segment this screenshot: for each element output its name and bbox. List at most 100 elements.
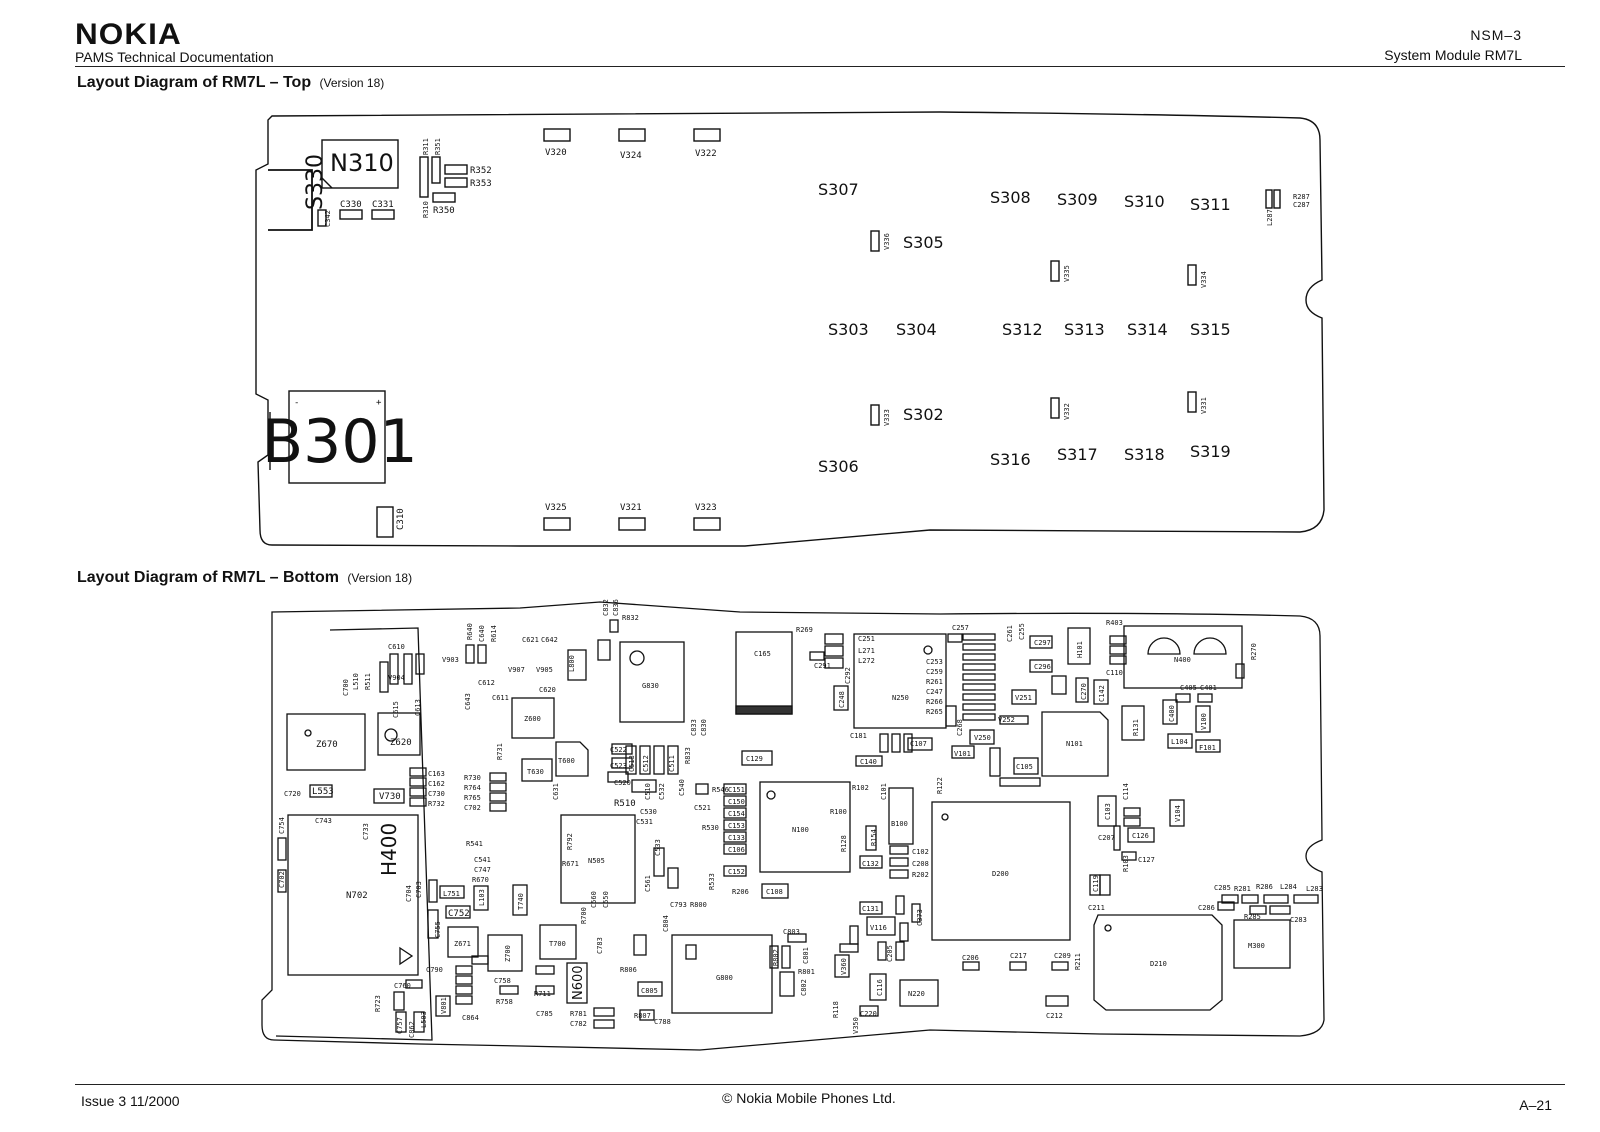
b301-battery <box>288 390 386 484</box>
c103-label: C103 <box>1104 803 1112 820</box>
c181-label: C181 <box>850 732 867 740</box>
c220-label: C220 <box>860 1010 877 1018</box>
bottom-section-version: (Version 18) <box>347 571 413 585</box>
top-section-title: Layout Diagram of RM7L – Top <box>77 74 312 91</box>
f101-label: F101 <box>1199 744 1216 752</box>
c283-label: C283 <box>1290 916 1307 924</box>
c292-label: C292 <box>844 667 852 684</box>
r764-label: R764 <box>464 784 481 792</box>
c621-label: C621 <box>522 636 539 644</box>
c743-label: C743 <box>315 817 332 825</box>
c520-label: C520 <box>614 779 631 787</box>
t600-label: T600 <box>558 757 575 765</box>
c541-label: C541 <box>474 856 491 864</box>
c142-label: C142 <box>1098 685 1106 702</box>
r350-label: R350 <box>433 206 455 216</box>
c405-label: C405 <box>1180 684 1197 692</box>
r206-label: R206 <box>732 888 749 896</box>
r541-label: R541 <box>466 840 483 848</box>
s309-label: S309 <box>1057 190 1098 209</box>
c205-label: C205 <box>886 945 894 962</box>
s330-label: S330 <box>303 154 328 210</box>
v360-label: V360 <box>840 958 848 975</box>
c640-label: C640 <box>478 625 486 642</box>
n250-chip <box>853 633 947 729</box>
c523-label: C523 <box>610 762 627 770</box>
c522-label: C522 <box>610 746 627 754</box>
z600-part <box>511 697 555 739</box>
c832-label: C832 <box>602 599 610 616</box>
s311-label: S311 <box>1190 195 1231 214</box>
c286-label: C286 <box>1198 904 1215 912</box>
v323-label: V323 <box>695 503 717 513</box>
s306-label: S306 <box>818 457 859 476</box>
n310-label: N310 <box>330 149 394 177</box>
n702-chip <box>287 814 419 976</box>
c253-label: C253 <box>926 658 943 666</box>
c116-label: C116 <box>876 979 884 996</box>
v333-label: V333 <box>883 409 891 426</box>
c532-label: C532 <box>658 783 666 800</box>
n100-label: N100 <box>792 826 809 834</box>
d210-chip <box>1093 914 1223 1011</box>
c790-label: C790 <box>426 966 443 974</box>
c760-label: C760 <box>394 982 411 990</box>
r310-label: R310 <box>422 201 430 218</box>
v907-label: V907 <box>508 666 525 674</box>
s308-label: S308 <box>990 188 1031 207</box>
s318-label: S318 <box>1124 445 1165 464</box>
v905-label: V905 <box>536 666 553 674</box>
c270-label: C270 <box>1080 683 1088 700</box>
l553-label: L553 <box>312 787 334 797</box>
v322-label: V322 <box>695 149 717 159</box>
t740-label: T740 <box>517 893 525 910</box>
c129-label: C129 <box>746 755 763 763</box>
r533-label: R533 <box>708 873 716 890</box>
c793-label: C793 <box>670 901 687 909</box>
c107-label: C107 <box>910 740 927 748</box>
r832-label: R832 <box>622 614 639 622</box>
z620-label: Z620 <box>390 738 412 748</box>
c700-label: C700 <box>342 679 350 696</box>
l751-label: L751 <box>443 890 460 898</box>
c291-label: C291 <box>814 662 831 670</box>
c754-label: C754 <box>278 817 286 834</box>
top-section-version: (Version 18) <box>319 76 385 90</box>
c702-label: C702 <box>278 871 286 888</box>
c531-label: C531 <box>636 818 653 826</box>
c612-label: C612 <box>478 679 495 687</box>
c530-label: C530 <box>640 808 657 816</box>
c540-label: C540 <box>678 779 686 796</box>
b301-plus: + <box>376 398 382 408</box>
r730-label: R730 <box>464 774 481 782</box>
copyright-label: © Nokia Mobile Phones Ltd. <box>722 1090 896 1106</box>
v100-label: V100 <box>1200 713 1208 730</box>
l284-label: L284 <box>1280 883 1297 891</box>
n310-chip <box>321 139 399 189</box>
c131-label: C131 <box>862 905 879 913</box>
c287-label: C287 <box>1293 201 1310 209</box>
s313-label: S313 <box>1064 320 1105 339</box>
c296-label: C296 <box>1034 663 1051 671</box>
c211-label: C211 <box>1088 904 1105 912</box>
s314-label: S314 <box>1127 320 1168 339</box>
c783-label: C783 <box>596 937 604 954</box>
c247-label: C247 <box>926 688 943 696</box>
v251-label: V251 <box>1015 694 1032 702</box>
v335-label: V335 <box>1063 265 1071 282</box>
v325-label: V325 <box>545 503 567 513</box>
z670-part <box>286 713 366 771</box>
top-layout-diagram: N310 S330 B301 - + C330 C331 C342 C310 R… <box>255 111 1325 547</box>
c154-label: C154 <box>728 810 745 818</box>
r800-label: R800 <box>690 901 707 909</box>
t700-label: T700 <box>549 940 566 948</box>
c152-label: C152 <box>728 868 745 876</box>
r269-label: R269 <box>796 626 813 634</box>
z620-part <box>377 712 421 756</box>
r546-label: R546 <box>712 786 729 794</box>
c631-label: C631 <box>552 783 560 800</box>
c163-label: C163 <box>428 770 445 778</box>
r700-label: R700 <box>580 907 588 924</box>
c757-label: C757 <box>396 1017 404 1034</box>
c165-part <box>735 631 793 715</box>
